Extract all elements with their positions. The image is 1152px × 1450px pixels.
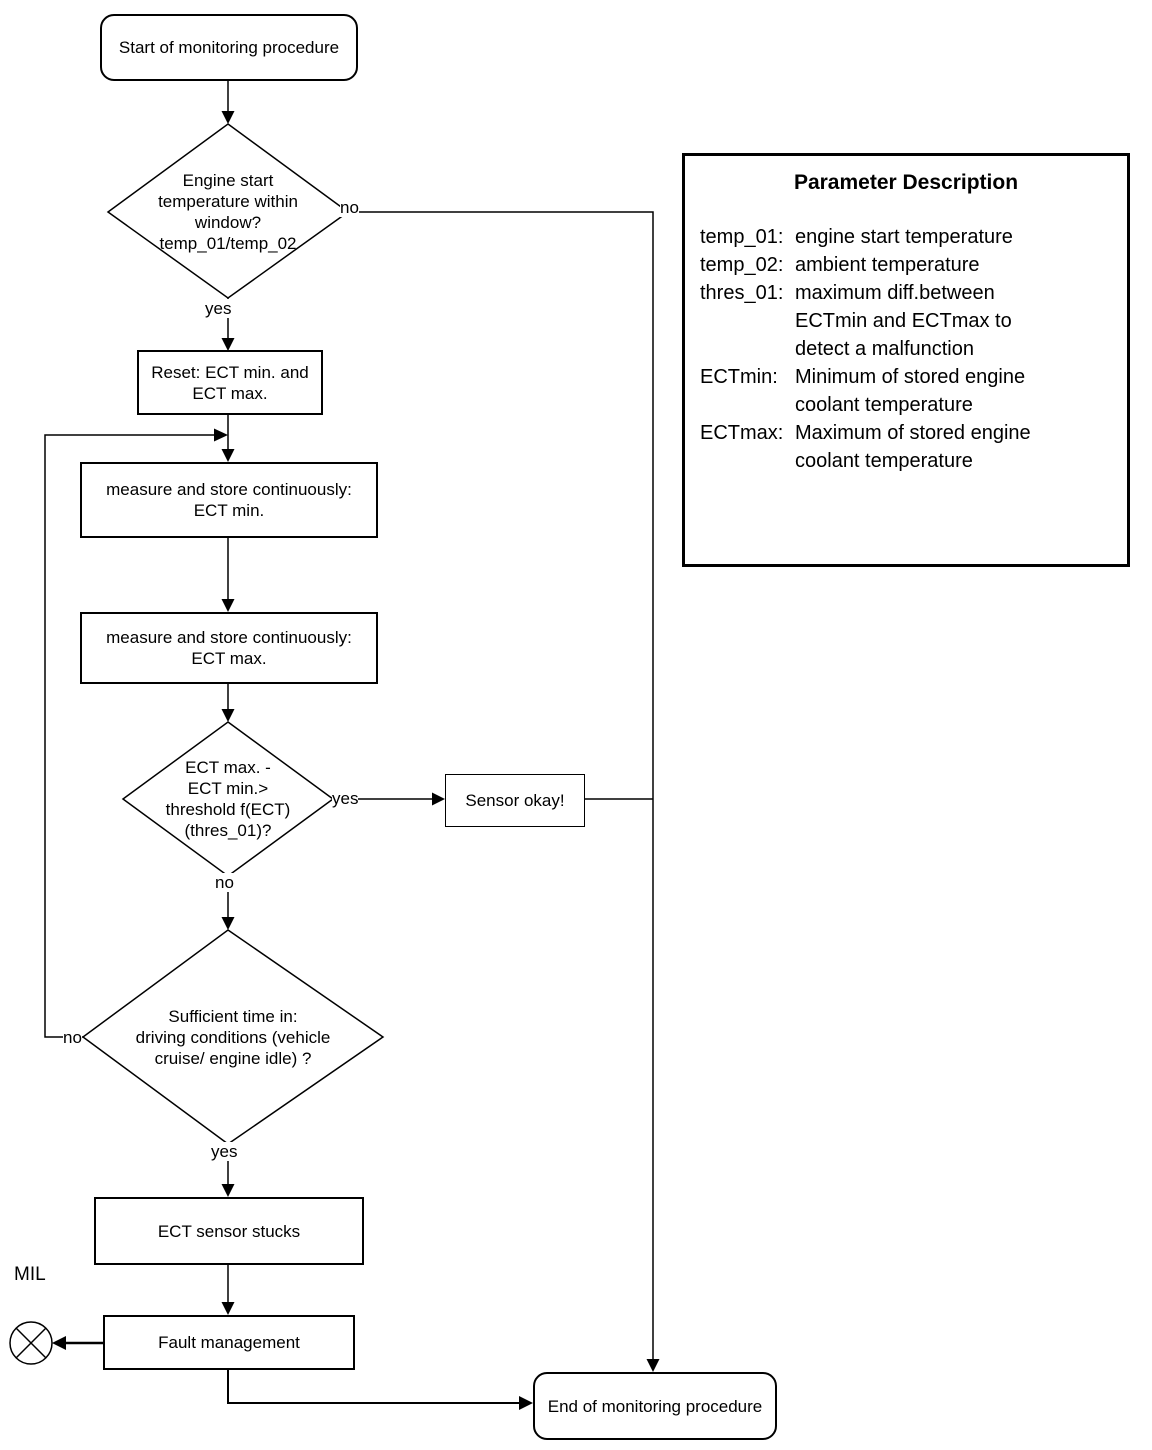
- parameter-definition: engine start temperature: [795, 226, 1013, 248]
- parameter-entry: temp_01: engine start temperature: [700, 223, 1117, 251]
- decision1-text: Engine start temperature within window? …: [158, 171, 298, 253]
- sensor-okay-node: Sensor okay!: [445, 774, 585, 827]
- reset-node: Reset: ECT min. and ECT max.: [137, 350, 323, 415]
- parameter-entries: temp_01: engine start temperature temp_0…: [700, 223, 1117, 475]
- edge-fault-to-end: [227, 1370, 519, 1404]
- start-node: Start of monitoring procedure: [100, 14, 358, 81]
- decision1-diamond: [106, 123, 350, 299]
- parameter-term: ECTmax:: [700, 422, 784, 444]
- parameter-term: temp_02:: [700, 254, 784, 276]
- end-node: End of monitoring procedure: [533, 1372, 777, 1440]
- arrowhead-into-mil: [52, 1336, 66, 1350]
- arrowhead-into-end-left: [519, 1396, 533, 1410]
- decision2-text: ECT max. - ECT min.> threshold f(ECT) (t…: [165, 758, 291, 840]
- parameter-term: thres_01:: [700, 282, 784, 304]
- arrowhead-into-sensor-okay: [432, 792, 445, 806]
- parameter-entry: temp_02: ambient temperature: [700, 251, 1117, 279]
- arrowheads: [52, 111, 660, 1410]
- parameter-definition: Minimum of stored engine coolant tempera…: [795, 366, 1026, 416]
- measure-max-node: measure and store continuously: ECT max.: [80, 612, 378, 684]
- decision2-no-label: no: [215, 873, 234, 892]
- arrowhead-into-end-top: [646, 1359, 660, 1372]
- edge-decision1-no-to-end: [348, 211, 654, 1359]
- arrowhead-into-measure-min: [221, 449, 235, 462]
- parameter-definition: maximum diff.between ECTmin and ECTmax t…: [795, 282, 1012, 360]
- arrowhead-loop-join: [214, 428, 228, 442]
- mil-label: MIL: [14, 1264, 46, 1285]
- arrowhead-into-reset: [221, 338, 235, 351]
- decision3-text: Sufficient time in: driving conditions (…: [135, 1007, 331, 1068]
- parameter-definition: ambient temperature: [795, 254, 980, 276]
- arrowhead-into-stucks: [221, 1184, 235, 1197]
- arrowhead-into-decision2: [221, 709, 235, 722]
- decision1-no-label: no: [340, 198, 359, 217]
- arrowhead-into-fault: [221, 1302, 235, 1315]
- parameter-term: temp_01:: [700, 226, 784, 248]
- arrowhead-into-measure-max: [221, 599, 235, 612]
- parameter-entry: ECTmin: Minimum of stored engine coolant…: [700, 363, 1117, 419]
- parameter-term: ECTmin:: [700, 366, 778, 388]
- parameter-entry: thres_01: maximum diff.between ECTmin an…: [700, 279, 1117, 363]
- parameter-description-panel: Parameter Description temp_01: engine st…: [682, 153, 1130, 567]
- decision1-yes-label: yes: [205, 299, 232, 318]
- decision2-yes-label: yes: [332, 789, 359, 808]
- arrowhead-into-decision1: [221, 111, 235, 124]
- decision3-no-label: no: [63, 1028, 82, 1047]
- decision3-yes-label: yes: [211, 1142, 238, 1161]
- measure-min-node: measure and store continuously: ECT min.: [80, 462, 378, 538]
- parameter-entry: ECTmax: Maximum of stored engine coolant…: [700, 419, 1117, 475]
- ect-sensor-stucks-node: ECT sensor stucks: [94, 1197, 364, 1265]
- fault-management-node: Fault management: [103, 1315, 355, 1370]
- parameter-panel-title: Parameter Description: [793, 171, 1019, 194]
- mil-indicator-icon: [9, 1321, 53, 1365]
- arrowhead-into-decision3: [221, 917, 235, 930]
- parameter-definition: Maximum of stored engine coolant tempera…: [795, 422, 1031, 472]
